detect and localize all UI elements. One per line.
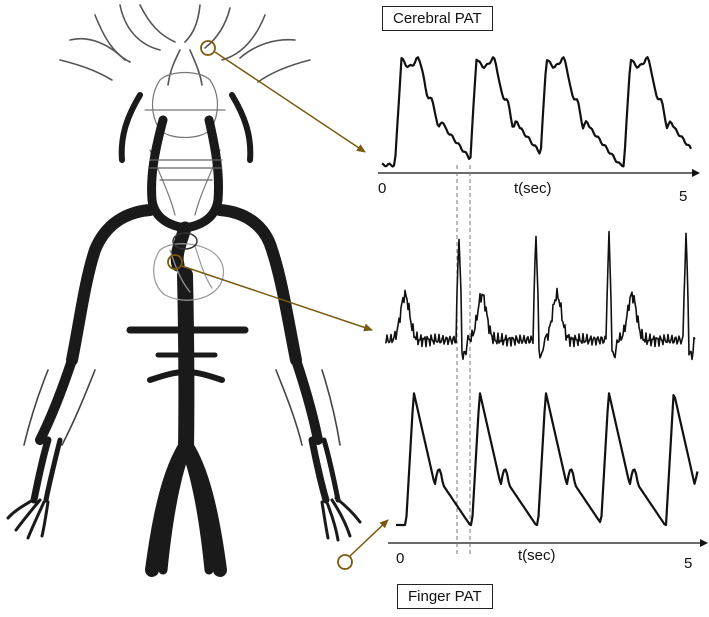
top-axis-end: 5 bbox=[679, 188, 688, 205]
cerebral-site-marker bbox=[200, 40, 216, 56]
bottom-axis-unit: t(sec) bbox=[518, 547, 556, 564]
finger-pat-label: Finger PAT bbox=[397, 584, 493, 609]
heart-icon bbox=[153, 232, 225, 301]
cerebral-arrow bbox=[214, 51, 366, 153]
axes bbox=[378, 169, 708, 547]
finger-pat-waveform bbox=[396, 392, 699, 527]
major-arteries bbox=[66, 92, 302, 577]
vascular-anatomy-illustration bbox=[6, 4, 362, 577]
cerebral-vessels bbox=[59, 4, 311, 86]
ecg-waveform bbox=[385, 230, 696, 361]
top-axis-start: 0 bbox=[378, 180, 387, 197]
timing-guides bbox=[456, 165, 471, 555]
cerebral-pat-label: Cerebral PAT bbox=[382, 6, 493, 31]
heart-site-marker bbox=[167, 254, 183, 270]
finger-arrow bbox=[349, 519, 389, 557]
top-axis-unit: t(sec) bbox=[514, 180, 552, 197]
heart-arrow bbox=[181, 265, 373, 332]
finger-site-marker bbox=[337, 554, 353, 570]
arm-left bbox=[6, 355, 96, 540]
measurement-sites bbox=[167, 40, 353, 570]
bottom-axis-end: 5 bbox=[684, 555, 693, 572]
arm-right bbox=[275, 355, 362, 542]
cerebral-pat-waveform bbox=[381, 56, 692, 168]
arrows bbox=[181, 51, 389, 557]
bottom-axis-start: 0 bbox=[396, 550, 405, 567]
